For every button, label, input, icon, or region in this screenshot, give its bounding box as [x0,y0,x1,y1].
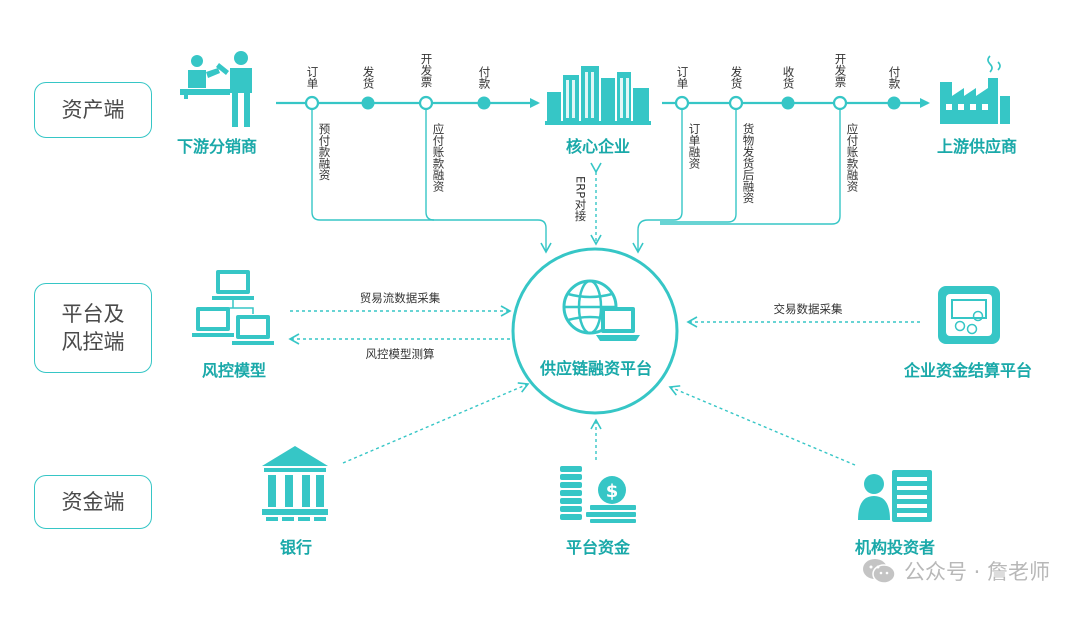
right-ship-connector [660,109,737,223]
left-payable-financing: 应付账款融资 [431,123,446,192]
left-step-ship: 发货 [361,66,376,89]
svg-text:$: $ [606,481,619,502]
right-step-pay: 付款 [887,66,902,89]
left-prepay-financing: 预付款融资 [317,123,332,181]
downstream-label: 下游分销商 [176,137,258,156]
right-step-ship-node [728,95,744,111]
right-step-order-node [674,95,690,111]
core-label: 核心企业 [565,137,631,156]
left-flow-line [276,95,540,111]
right-order-connector [632,109,683,254]
right-step-receive: 收货 [781,66,796,89]
trade-flow-label: 贸易流数据采集 [359,291,441,305]
coin-stack-money-icon: $ [560,466,636,523]
bank-label: 银行 [279,538,313,557]
right-step-ship: 发货 [729,66,744,89]
watermark: 公众号 · 詹老师 [862,556,1050,586]
platform-label: 供应链融资平台 [539,359,653,378]
left-step-pay: 付款 [477,66,492,89]
payment-terminal-icon [938,286,1000,344]
settlement-label: 企业资金结算平台 [903,361,1033,380]
right-payable-financing: 应付账款融资 [845,123,860,192]
risk-calc-label: 风控模型测算 [365,347,435,361]
right-order-financing: 订单融资 [687,123,702,169]
globe-laptop-icon [562,279,640,341]
left-payable-connector [425,109,435,221]
investor-label: 机构投资者 [854,538,936,557]
trade-data-label: 交易数据采集 [773,302,843,316]
watermark-text: 公众号 · 詹老师 [903,560,1050,584]
right-step-invoice: 开发票 [833,53,848,88]
right-step-order: 订单 [675,66,690,89]
left-step-order-node [304,95,320,111]
row-platform-label: 平台及 风控端 [34,283,152,373]
city-buildings-icon [545,66,651,125]
bank-arrow [342,382,530,464]
right-step-pay-node [887,96,901,110]
person-document-icon [858,470,932,522]
wechat-icon [862,559,896,584]
right-step-receive-node [781,96,795,110]
platform-fund-label: 平台资金 [565,538,631,557]
factory-icon [940,55,1010,124]
left-step-invoice-node [418,95,434,111]
risk-model-label: 风控模型 [201,361,267,380]
upstream-label: 上游供应商 [936,137,1018,156]
right-payable-connector [660,109,841,225]
left-step-invoice: 开发票 [419,53,434,88]
investor-arrow [668,385,856,466]
right-flow-line [662,95,930,111]
erp-label: ERP对接 [573,176,588,222]
left-step-order: 订单 [305,66,320,89]
bank-building-icon [262,446,328,521]
right-ship-financing: 货物发货后融资 [741,123,756,204]
right-step-invoice-node [832,95,848,111]
left-prepay-connector [311,109,552,254]
people-at-counter-icon [180,51,252,127]
networked-computers-icon [192,270,274,345]
row-asset-label: 资产端 [34,82,152,138]
left-step-pay-node [477,96,491,110]
left-step-ship-node [361,96,375,110]
row-fund-label: 资金端 [34,475,152,529]
